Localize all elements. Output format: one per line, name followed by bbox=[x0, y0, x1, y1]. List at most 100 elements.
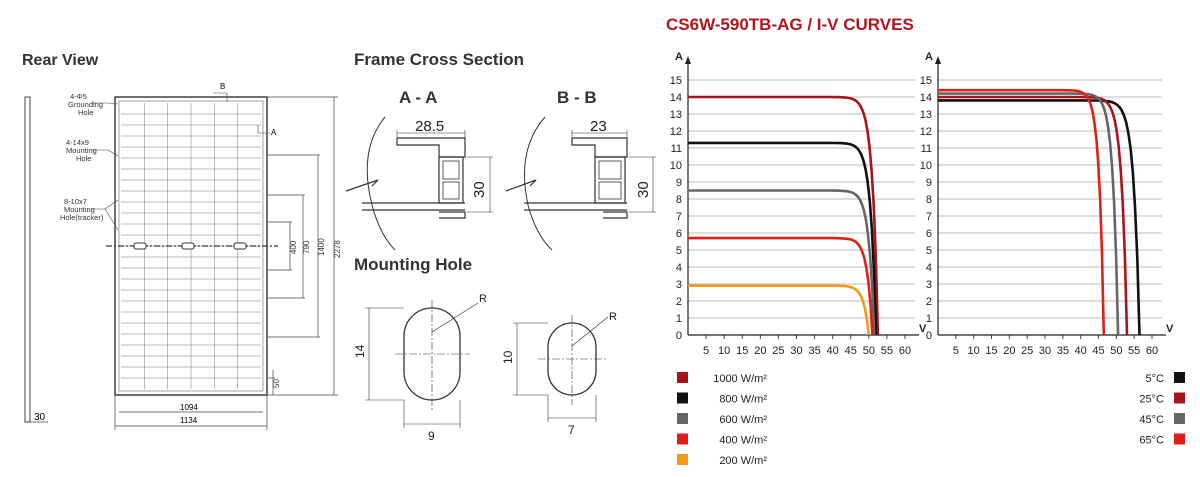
x-tick-label: 10 bbox=[968, 345, 980, 357]
x-tick-label: 60 bbox=[899, 345, 911, 357]
y-tick-label: 7 bbox=[926, 211, 932, 223]
series-curve bbox=[938, 92, 1120, 336]
x-tick-label: 10 bbox=[718, 345, 730, 357]
y-tick-label: 12 bbox=[920, 126, 932, 138]
y-axis-arrow bbox=[935, 56, 941, 64]
legend-label: 400 W/m² bbox=[719, 435, 767, 447]
junction-box bbox=[133, 242, 147, 250]
mounting-hole-heading: Mounting Hole bbox=[354, 255, 473, 274]
y-tick-label: 9 bbox=[676, 177, 682, 189]
dim-50: 50 bbox=[272, 379, 281, 388]
mounting-hole-2 bbox=[513, 315, 609, 422]
x-axis-label: V bbox=[1166, 323, 1174, 335]
label-tracker-1: 8-10x7 bbox=[64, 197, 87, 206]
dim-2278: 2278 bbox=[333, 240, 342, 258]
x-tick-label: 35 bbox=[1057, 345, 1069, 357]
section-a-width: 28.5 bbox=[415, 118, 444, 135]
y-tick-label: 5 bbox=[676, 245, 682, 257]
x-tick-label: 45 bbox=[1092, 345, 1104, 357]
y-tick-label: 8 bbox=[926, 194, 932, 206]
y-tick-label: 4 bbox=[926, 262, 932, 274]
x-tick-label: 25 bbox=[1021, 345, 1033, 357]
series-curve bbox=[688, 95, 880, 336]
x-tick-label: 5 bbox=[953, 345, 959, 357]
section-b-title: B - B bbox=[557, 88, 597, 107]
y-tick-label: 14 bbox=[670, 92, 682, 104]
y-axis-label: A bbox=[925, 51, 933, 63]
y-tick-label: 10 bbox=[920, 160, 932, 172]
x-tick-label: 5 bbox=[703, 345, 709, 357]
y-tick-label: 3 bbox=[676, 279, 682, 291]
x-tick-label: 50 bbox=[863, 345, 875, 357]
dim-1094: 1094 bbox=[180, 403, 198, 412]
label-grounding-2: Grounding bbox=[68, 100, 103, 109]
dim-side: 30 bbox=[34, 412, 46, 423]
legend-swatch bbox=[677, 454, 688, 465]
x-axis-label: V bbox=[919, 323, 927, 335]
y-tick-label: 11 bbox=[671, 143, 682, 155]
y-tick-label: 14 bbox=[920, 92, 932, 104]
y-tick-label: 1 bbox=[676, 313, 682, 325]
y-tick-label: 0 bbox=[926, 330, 932, 342]
legend-label: 200 W/m² bbox=[719, 455, 767, 467]
section-a-title: A - A bbox=[399, 88, 437, 107]
legend-swatch bbox=[1174, 433, 1185, 445]
marker-b: B bbox=[220, 82, 225, 91]
label-grounding-1: 4-Φ5 bbox=[70, 92, 87, 101]
iv-curves-title: CS6W-590TB-AG / I-V CURVES bbox=[666, 15, 914, 34]
y-axis-label: A bbox=[675, 51, 683, 63]
x-tick-label: 25 bbox=[772, 345, 784, 357]
legend-label: 25°C bbox=[1139, 394, 1164, 406]
dim-790: 790 bbox=[302, 240, 311, 254]
legend-swatch bbox=[677, 392, 688, 404]
y-tick-label: 6 bbox=[676, 228, 682, 240]
x-tick-label: 60 bbox=[1146, 345, 1158, 357]
marker-a: A bbox=[271, 128, 277, 137]
y-tick-label: 11 bbox=[921, 143, 932, 155]
x-tick-label: 50 bbox=[1110, 345, 1122, 357]
section-b-width: 23 bbox=[590, 118, 607, 135]
y-tick-label: 8 bbox=[676, 194, 682, 206]
y-tick-label: 2 bbox=[676, 296, 682, 308]
legend-swatch bbox=[1174, 372, 1185, 383]
junction-boxes bbox=[133, 242, 247, 250]
frame-cross-section-heading: Frame Cross Section bbox=[354, 50, 525, 69]
legend-label: 65°C bbox=[1139, 435, 1164, 447]
legend-swatch bbox=[1174, 413, 1185, 424]
legend-swatch bbox=[677, 433, 688, 445]
y-tick-label: 9 bbox=[926, 177, 932, 189]
legend-swatch bbox=[677, 413, 688, 424]
section-b-height: 30 bbox=[635, 181, 652, 198]
rear-view-heading: Rear View bbox=[22, 52, 99, 69]
x-tick-label: 55 bbox=[1128, 345, 1140, 357]
label-grounding-3: Hole bbox=[78, 108, 93, 117]
y-tick-label: 12 bbox=[670, 126, 682, 138]
hole1-r: R bbox=[479, 293, 487, 305]
hole2-height: 10 bbox=[501, 350, 515, 364]
junction-box bbox=[181, 242, 195, 250]
y-tick-label: 1 bbox=[926, 313, 932, 325]
junction-box bbox=[233, 242, 247, 250]
y-tick-label: 2 bbox=[926, 296, 932, 308]
hole1-width: 9 bbox=[428, 429, 435, 443]
x-tick-label: 30 bbox=[1039, 345, 1051, 357]
x-tick-label: 30 bbox=[790, 345, 802, 357]
y-tick-label: 10 bbox=[670, 160, 682, 172]
y-tick-label: 13 bbox=[920, 109, 932, 121]
x-tick-label: 55 bbox=[881, 345, 893, 357]
x-tick-label: 20 bbox=[754, 345, 766, 357]
dim-1134: 1134 bbox=[180, 416, 198, 425]
label-tracker-3: Hole(tracker) bbox=[60, 213, 104, 222]
y-tick-label: 15 bbox=[920, 75, 932, 87]
series-curve bbox=[938, 88, 1106, 336]
x-tick-label: 40 bbox=[1075, 345, 1087, 357]
section-a-drawing bbox=[345, 116, 493, 251]
label-mounting-1: 4-14x9 bbox=[66, 138, 89, 147]
series-curve bbox=[688, 236, 874, 336]
series-curve bbox=[688, 189, 876, 336]
label-tracker-2: Mounting bbox=[64, 205, 95, 214]
series-curve bbox=[688, 141, 878, 336]
